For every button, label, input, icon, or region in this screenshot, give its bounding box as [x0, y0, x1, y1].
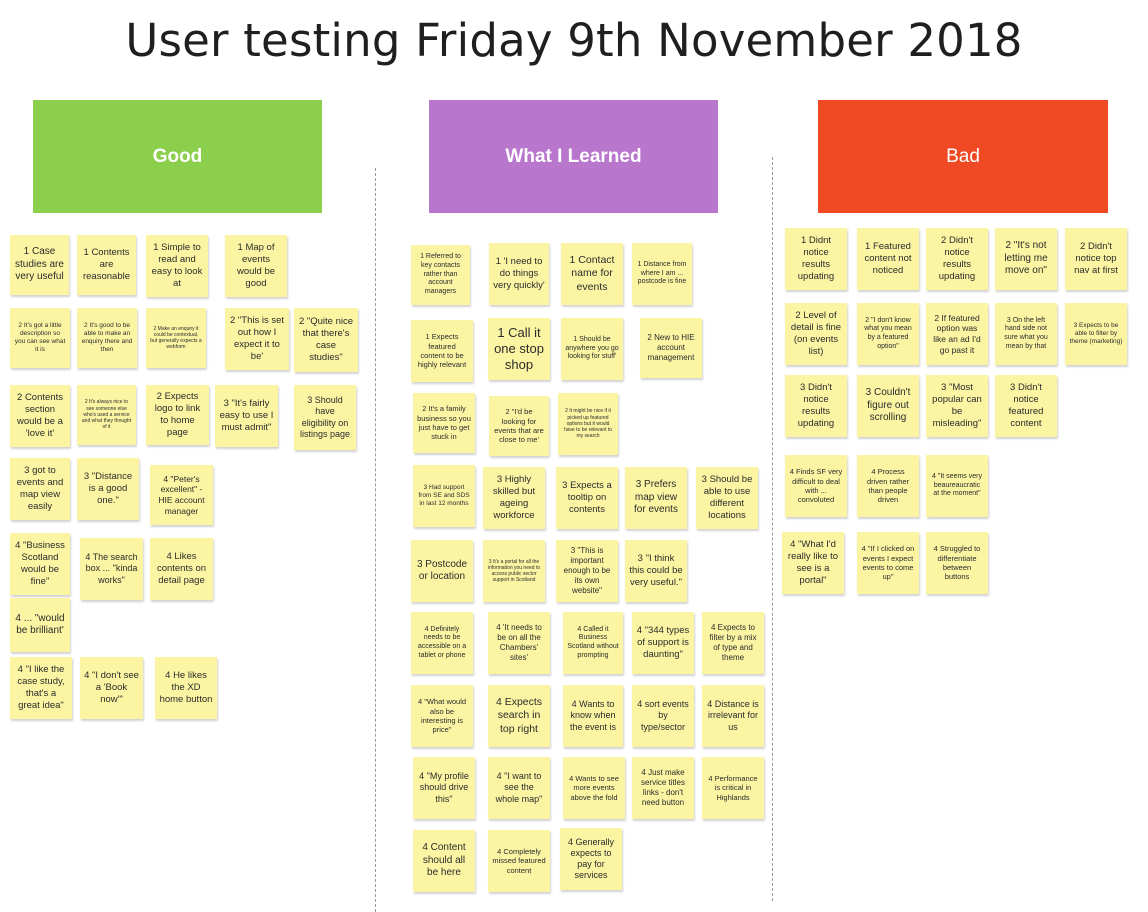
sticky-note-learned[interactable]: 1 Referred to key contacts rather than a…	[411, 245, 470, 305]
sticky-note-learned[interactable]: 2 It might be nice if it picked up featu…	[558, 393, 618, 455]
sticky-note-good[interactable]: 2 "This is set out how I expect it to be…	[225, 308, 289, 370]
sticky-note-good[interactable]: 2 It's got a little description so you c…	[10, 308, 70, 368]
sticky-note-bad[interactable]: 3 On the left hand side not sure what yo…	[995, 303, 1057, 365]
sticky-note-good[interactable]: 3 got to events and map view easily	[10, 458, 70, 520]
sticky-note-good[interactable]: 4 He likes the XD home button	[155, 657, 217, 719]
sticky-note-learned[interactable]: 2 New to HIE account management	[640, 318, 702, 378]
sticky-note-bad[interactable]: 2 "I don't know what you mean by a featu…	[857, 303, 919, 365]
column-header-good: Good	[33, 100, 322, 213]
sticky-note-learned[interactable]: 1 Should be anywhere you go looking for …	[561, 318, 623, 380]
column-header-bad: Bad	[818, 100, 1108, 213]
sticky-note-learned[interactable]: 2 It's a family business so you just hav…	[413, 393, 475, 453]
sticky-note-good[interactable]: 4 "Peter's excellent" - HIE account mana…	[150, 465, 213, 525]
column-header-learned: What I Learned	[429, 100, 718, 213]
sticky-note-good[interactable]: 2 It's always nice to see someone else w…	[77, 385, 136, 445]
sticky-note-bad[interactable]: 2 If featured option was like an ad I'd …	[926, 303, 988, 365]
sticky-note-bad[interactable]: 4 Struggled to differentiate between but…	[926, 532, 988, 594]
sticky-note-learned[interactable]: 3 Postcode or location	[411, 540, 473, 602]
board-title: User testing Friday 9th November 2018	[125, 14, 1023, 67]
sticky-note-bad[interactable]: 4 Process driven rather than people driv…	[857, 455, 919, 517]
sticky-note-good[interactable]: 2 "Quite nice that there's case studies"	[294, 308, 358, 372]
sticky-note-learned[interactable]: 2 "I'd be looking for events that are cl…	[489, 396, 549, 456]
column-divider-left	[375, 168, 376, 912]
sticky-note-learned[interactable]: 4 Expects search in top right	[488, 685, 550, 747]
sticky-note-good[interactable]: 2 Contents section would be a 'love it'	[10, 385, 70, 447]
sticky-note-bad[interactable]: 1 Featured content not noticed	[857, 228, 919, 290]
sticky-note-bad[interactable]: 3 "Most popular can be misleading"	[926, 375, 988, 437]
sticky-note-learned[interactable]: 4 sort events by type/sector	[632, 685, 694, 747]
sticky-note-learned[interactable]: 3 "I think this could be very useful."	[625, 540, 687, 602]
sticky-note-learned[interactable]: 1 Expects featured content to be highly …	[411, 320, 473, 382]
sticky-note-bad[interactable]: 3 Didn't notice featured content	[995, 375, 1057, 437]
sticky-note-good[interactable]: 3 Should have eligibility on listings pa…	[294, 385, 356, 450]
sticky-note-good[interactable]: 2 Make an enquiry it could be contextual…	[146, 308, 206, 368]
sticky-note-good[interactable]: 3 "It's fairly easy to use I must admit"	[215, 385, 278, 447]
sticky-note-learned[interactable]: 1 'I need to do things very quickly'	[489, 243, 549, 305]
sticky-note-learned[interactable]: 3 It's a portal for all the information …	[483, 540, 545, 602]
sticky-note-bad[interactable]: 1 Didnt notice results updating	[785, 228, 847, 290]
sticky-note-bad[interactable]: 4 "It seems very beaureaucratic at the m…	[926, 455, 988, 517]
sticky-note-bad[interactable]: 2 Didn't notice results updating	[926, 228, 988, 290]
sticky-note-bad[interactable]: 2 Didn't notice top nav at first	[1065, 228, 1127, 290]
sticky-note-learned[interactable]: 4 Just make service titles links - don't…	[632, 757, 694, 819]
sticky-note-good[interactable]: 1 Case studies are very useful	[10, 235, 69, 295]
sticky-note-bad[interactable]: 2 "It's not letting me move on"	[995, 228, 1057, 290]
sticky-note-learned[interactable]: 4 Wants to see more events above the fol…	[563, 757, 625, 819]
sticky-note-good[interactable]: 1 Simple to read and easy to look at	[146, 235, 208, 297]
sticky-note-learned[interactable]: 3 Expects a tooltip on contents	[556, 467, 618, 529]
sticky-note-good[interactable]: 1 Contents are reasonable	[77, 235, 136, 295]
sticky-note-bad[interactable]: 4 Finds SF very difficult to deal with .…	[785, 455, 847, 517]
sticky-note-good[interactable]: 4 Likes contents on detail page	[150, 538, 213, 600]
sticky-note-learned[interactable]: 4 Expects to filter by a mix of type and…	[702, 612, 764, 674]
sticky-note-learned[interactable]: 4 "I want to see the whole map"	[488, 757, 550, 819]
sticky-note-learned[interactable]: 3 Prefers map view for events	[625, 467, 687, 529]
sticky-note-learned[interactable]: 4 'It needs to be on all the Chambers' s…	[488, 612, 550, 674]
sticky-note-bad[interactable]: 3 Couldn't figure out scrolling	[857, 375, 919, 437]
sticky-note-good[interactable]: 4 "I like the case study, that's a great…	[10, 657, 72, 719]
sticky-note-learned[interactable]: 3 Highly skilled but ageing workforce	[483, 467, 545, 529]
sticky-note-learned[interactable]: 4 "My profile should drive this"	[413, 757, 475, 819]
sticky-note-good[interactable]: 4 ... "would be brilliant'	[10, 598, 70, 652]
sticky-note-bad[interactable]: 4 "If I clicked on events I expect event…	[857, 532, 919, 594]
sticky-note-bad[interactable]: 3 Didn't notice results updating	[785, 375, 847, 437]
sticky-note-learned[interactable]: 1 Distance from where I am ... postcode …	[632, 243, 692, 305]
sticky-note-learned[interactable]: 4 Called it Business Scotland without pr…	[563, 612, 623, 674]
sticky-note-good[interactable]: 2 Expects logo to link to home page	[146, 385, 209, 445]
sticky-note-learned[interactable]: 4 "What would also be interesting is pri…	[411, 685, 473, 747]
sticky-note-learned[interactable]: 3 Should be able to use different locati…	[696, 467, 758, 529]
sticky-note-learned[interactable]: 4 Distance is irrelevant for us	[702, 685, 764, 747]
sticky-note-learned[interactable]: 3 Had support from SE and SDS in last 12…	[413, 465, 475, 527]
sticky-note-good[interactable]: 2 It's good to be able to make an enquir…	[77, 308, 137, 368]
sticky-note-good[interactable]: 1 Map of events would be good	[225, 235, 287, 297]
sticky-note-good[interactable]: 4 "I don't see a 'Book now'"	[80, 657, 143, 719]
sticky-note-good[interactable]: 4 "Business Scotland would be fine"	[10, 533, 70, 595]
sticky-note-good[interactable]: 4 The search box ... "kinda works"	[80, 538, 143, 600]
sticky-note-learned[interactable]: 4 Performance is critical in Highlands	[702, 757, 764, 819]
sticky-note-learned[interactable]: 4 Generally expects to pay for services	[560, 828, 622, 890]
sticky-note-learned[interactable]: 1 Call it one stop shop	[488, 318, 550, 380]
sticky-note-learned[interactable]: 4 Definitely needs to be accessible on a…	[411, 612, 473, 674]
sticky-note-learned[interactable]: 3 "This is important enough to be its ow…	[556, 540, 618, 602]
sticky-note-learned[interactable]: 4 Completely missed featured content	[488, 830, 550, 892]
sticky-note-learned[interactable]: 1 Contact name for events	[561, 243, 623, 305]
sticky-note-bad[interactable]: 3 Expects to be able to filter by theme …	[1065, 303, 1127, 365]
column-divider-right	[772, 157, 773, 901]
sticky-note-bad[interactable]: 4 "What I'd really like to see is a port…	[782, 532, 844, 594]
sticky-note-bad[interactable]: 2 Level of detail is fine (on events lis…	[785, 303, 847, 365]
sticky-note-learned[interactable]: 4 Content should all be here	[413, 830, 475, 892]
sticky-note-learned[interactable]: 4 "344 types of support is daunting"	[632, 612, 694, 674]
sticky-note-learned[interactable]: 4 Wants to know when the event is	[563, 685, 623, 747]
sticky-note-good[interactable]: 3 "Distance is a good one."	[77, 458, 139, 520]
